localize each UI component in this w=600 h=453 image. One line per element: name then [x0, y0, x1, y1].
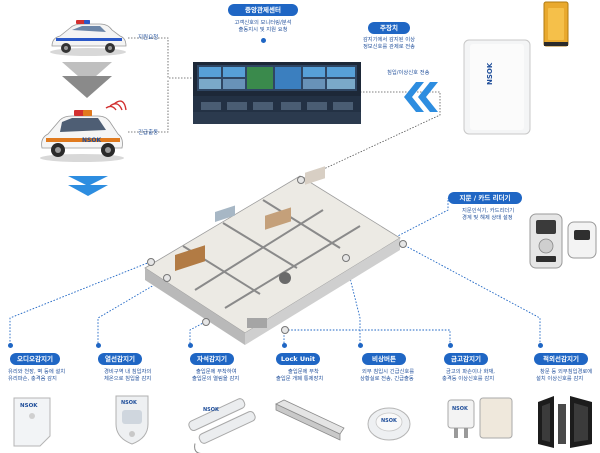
sensor-2-title: 열선감지기 [98, 353, 142, 365]
center-title: 중앙관제센터 [228, 4, 298, 16]
sensor-6-title: 금고감지기 [444, 353, 488, 365]
arrow-down-icon [68, 176, 108, 196]
link-card-reader [389, 198, 449, 241]
magnetic-sensor-icon [188, 398, 256, 453]
marker-4 [281, 326, 289, 334]
marker-7 [399, 240, 407, 248]
pir-sensor-icon [115, 395, 149, 445]
controller-desc-2: 정보신호를 관제로 전송 [362, 44, 416, 50]
sensor-3-title: 자석감지기 [190, 353, 234, 365]
sensor-7-title: 적외선감지기 [534, 353, 588, 365]
sensor-6-dot [448, 343, 453, 348]
center-desc-2: 출동지시 및 지원 요청 [238, 27, 288, 33]
house-floorplan [144, 166, 401, 345]
magnetic-sensor-brand: NSOK [203, 407, 219, 413]
card-reader-desc-2: 경계 및 해제 상태 설정 [462, 215, 513, 221]
link-sensor-3 [189, 321, 206, 344]
marker-5 [342, 254, 350, 262]
sensor-7-desc-1: 창문 등 외부침입경로에 [540, 369, 593, 375]
marker-6 [297, 176, 305, 184]
sensor-2-dot [96, 343, 101, 348]
sensor-4-desc-1: 출입문에 부착 [288, 369, 319, 375]
safe-sensor-brand: NSOK [452, 406, 468, 412]
dispatch-label: 긴급출동 [138, 130, 159, 136]
sensor-1-dot [8, 343, 13, 348]
card-reader-title: 지문 / 카드 리더기 [448, 192, 522, 204]
sensor-4-title: Lock Unit [276, 353, 320, 365]
control-room-image [193, 62, 361, 124]
support-label: 지원요청 [138, 35, 159, 41]
controller-desc-1: 감지기에서 감지된 이상 [362, 37, 416, 43]
center-desc-1: 고객신호의 모니터링/분석 [234, 20, 292, 26]
patrol-car-icon [50, 20, 127, 56]
link-sensor-2 [97, 277, 167, 344]
lock-unit-icon [275, 399, 345, 441]
marker-2 [163, 274, 171, 282]
sensor-2-desc-2: 체온으로 침입을 감지 [104, 376, 152, 382]
link-sensor-7 [401, 243, 541, 344]
link-controller [299, 91, 441, 181]
card-reader-icon [529, 213, 597, 269]
sensor-4-desc-2: 출입문 개폐 통제장치 [276, 376, 324, 382]
sensor-5-title: 비상버튼 [362, 353, 406, 365]
controller-device-icon [463, 39, 531, 135]
sensor-1-desc-2: 유리파손, 충격음 감지 [8, 376, 57, 382]
link-sensor-1 [9, 261, 151, 344]
audio-sensor-brand: NSOK [20, 403, 38, 409]
controller-title: 주장치 [368, 22, 410, 34]
sensor-3-dot [188, 343, 193, 348]
sensor-3-desc-2: 출입문의 열림을 감지 [192, 376, 240, 382]
marker-3 [202, 318, 210, 326]
sensor-4-dot [282, 343, 287, 348]
signal-label: 침입/이상신호 전송 [387, 70, 430, 76]
vehicle-brand: NSOK [82, 137, 102, 144]
sensor-3-desc-1: 출입문에 부착하여 [196, 369, 237, 375]
link-support [128, 37, 195, 79]
pir-sensor-brand: NSOK [121, 400, 137, 406]
arrow-left-icon [404, 82, 438, 112]
card-reader-desc-1: 지문인식기, 카드리더기 [462, 208, 515, 214]
sensor-7-desc-2: 설치 이상신호를 감지 [536, 376, 584, 382]
siren-icon [543, 1, 569, 47]
audio-sensor-icon [13, 397, 51, 447]
sensor-7-dot [538, 343, 543, 348]
sensor-5-desc-2: 상황실로 전송, 긴급출동 [360, 376, 414, 382]
safe-sensor-icon [447, 397, 513, 439]
sensor-2-desc-1: 경비구역 내 침입자의 [104, 369, 152, 375]
sensor-5-dot [358, 343, 363, 348]
emergency-button-icon [367, 407, 411, 441]
infrared-sensor-icon [538, 396, 592, 448]
center-dot [261, 38, 266, 43]
suv-icon [40, 100, 127, 162]
chevron-down-icon [62, 62, 112, 98]
link-dispatch [128, 80, 169, 133]
emergency-button-brand: NSOK [381, 418, 397, 424]
sensor-5-desc-1: 외부 침입시 긴급신호를 [362, 369, 415, 375]
marker-1 [147, 258, 155, 266]
sensor-1-title: 오디오감지기 [10, 353, 60, 365]
controller-brand: NSOK [486, 62, 494, 85]
sensor-1-desc-1: 유리와 천장, 벽 등에 설치 [8, 369, 66, 375]
sensor-6-desc-2: 충격등 이상신호를 감지 [442, 376, 495, 382]
sensor-6-desc-1: 금고의 파손이나 화재, [446, 369, 495, 375]
